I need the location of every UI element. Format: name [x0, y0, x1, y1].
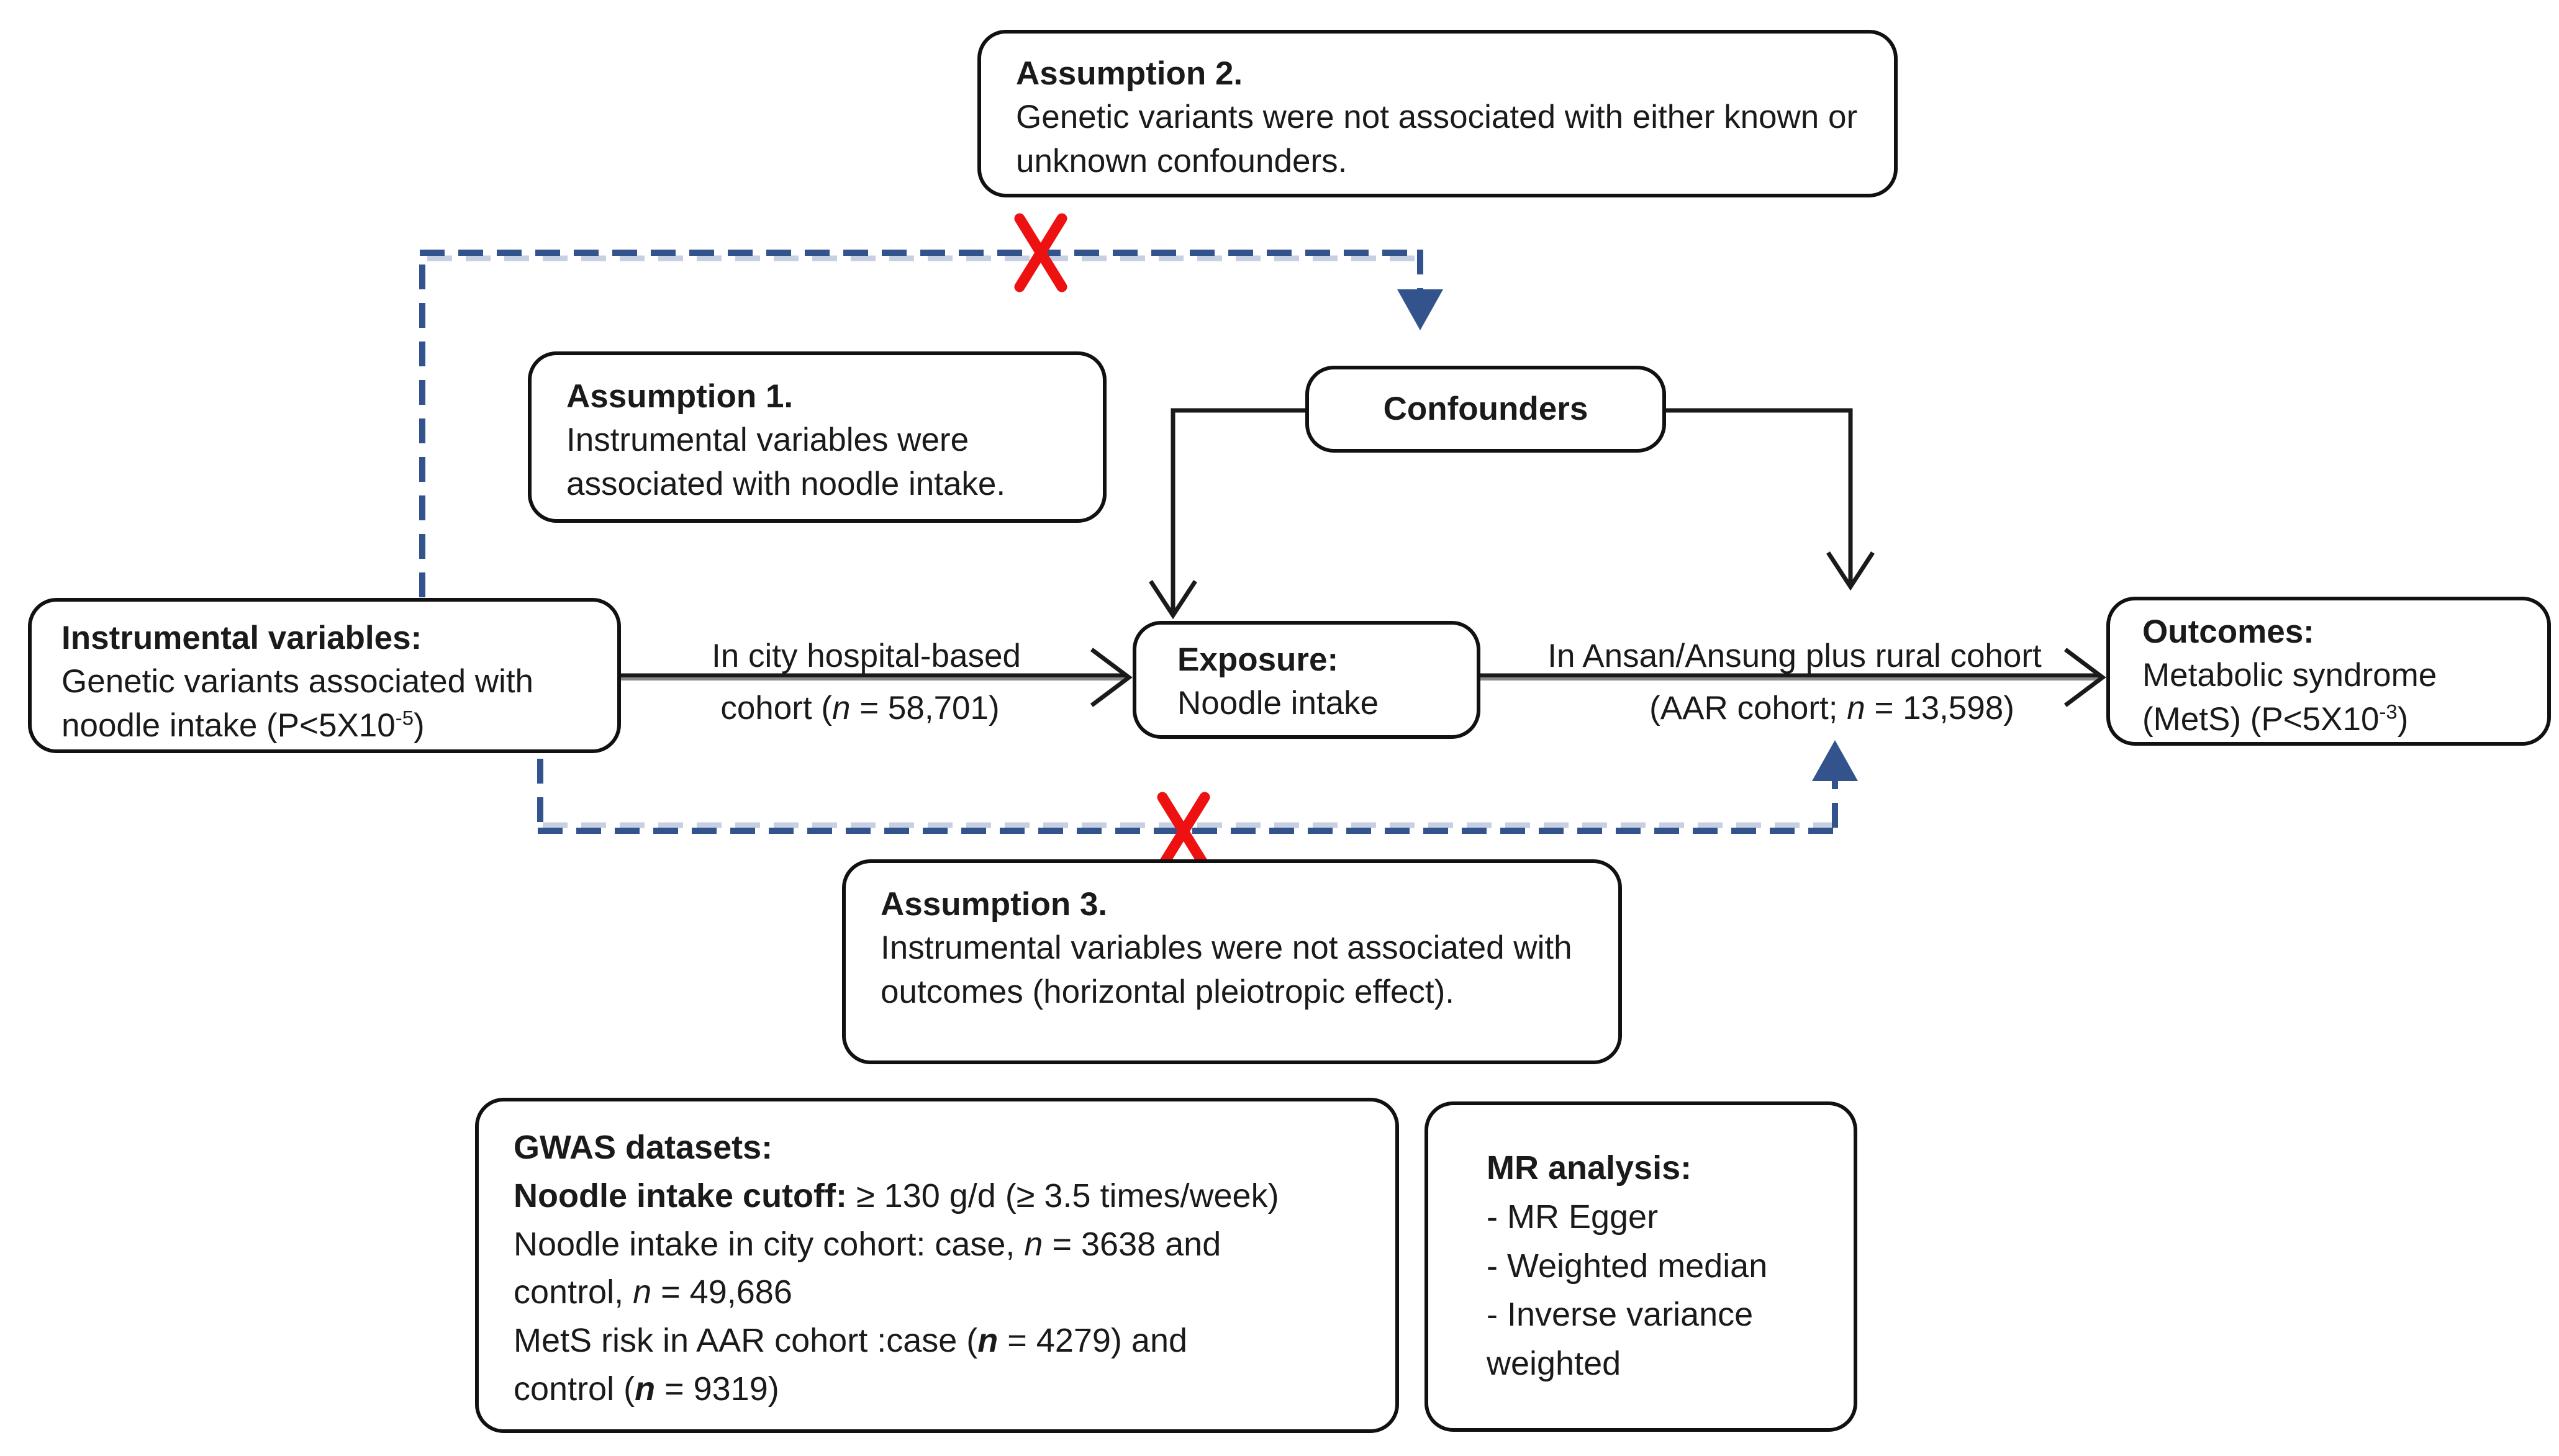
instrumental-variables-box: Instrumental variables: Genetic variants…: [28, 598, 621, 753]
city-cohort-n-pre: cohort (: [720, 690, 833, 726]
gwas-city-control-text: control,: [514, 1273, 633, 1311]
gwas-city-line: Noodle intake in city cohort: case, n = …: [514, 1221, 1377, 1269]
arrow-confounders-to-exposure: [1149, 408, 1305, 620]
blue-arrowhead-down-confounders: [1397, 289, 1443, 330]
aar-cohort-n: n: [1847, 690, 1865, 726]
confounders-box: Confounders: [1305, 366, 1666, 453]
iv-body-text: Genetic variants associated with noodle …: [61, 663, 534, 744]
aar-cohort-arrow-label-line1: In Ansan/Ansung plus rural cohort: [1547, 638, 2042, 674]
dashed-path-assumption2: [419, 250, 1443, 597]
blue-arrowhead-up-aar: [1812, 740, 1858, 781]
gwas-mets-control-count: = 9319): [655, 1370, 779, 1408]
assumption2-title: Assumption 2.: [1016, 55, 1243, 92]
gwas-city-control-count: = 49,686: [651, 1273, 792, 1311]
assumption3-box: Assumption 3. Instrumental variables wer…: [842, 859, 1622, 1064]
gwas-city-control-n: n: [633, 1273, 652, 1311]
mr-analysis-box: MR analysis: - MR Egger - Weighted media…: [1424, 1101, 1857, 1432]
assumption1-body: Instrumental variables were associated w…: [566, 422, 1006, 502]
gwas-mets-text: MetS risk in AAR cohort :case (: [514, 1322, 978, 1359]
confounders-label: Confounders: [1383, 390, 1588, 427]
aar-cohort-arrow-label-line2: (AAR cohort; n = 13,598): [1552, 688, 2111, 729]
aar-cohort-n-count: = 13,598): [1865, 690, 2014, 726]
gwas-title: GWAS datasets:: [514, 1129, 773, 1166]
instrumental-variables-body: Genetic variants associated with noodle …: [61, 660, 602, 748]
arrow-exposure-to-outcomes: [1480, 648, 2106, 707]
assumption2-box: Assumption 2. Genetic variants were not …: [977, 30, 1898, 197]
assumption3-body: Instrumental variables were not associat…: [881, 929, 1572, 1010]
exposure-title: Exposure:: [1177, 641, 1339, 678]
gwas-city-control-line: control, n = 49,686: [514, 1268, 1377, 1317]
mr-method-ivw: - Inverse variance weighted: [1487, 1296, 1754, 1383]
exposure-box: Exposure: Noodle intake: [1133, 621, 1480, 739]
city-cohort-n: n: [832, 690, 851, 726]
assumption2-body: Genetic variants were not associated wit…: [1016, 99, 1858, 179]
assumption1-box: Assumption 1. Instrumental variables wer…: [528, 351, 1107, 523]
red-x-top: [1014, 213, 1067, 292]
city-cohort-arrow-label-line1: In city hospital-based: [712, 638, 1021, 674]
outcomes-pvalue-exponent: -3: [2379, 700, 2398, 723]
mr-method-egger: - MR Egger: [1487, 1198, 1659, 1236]
gwas-mets-control-n: n: [635, 1370, 656, 1408]
gwas-city-case-count: = 3638 and: [1043, 1225, 1221, 1263]
arrow-confounders-to-outcome-path: [1666, 408, 1875, 591]
gwas-datasets-box: GWAS datasets: Noodle intake cutoff: ≥ 1…: [475, 1098, 1399, 1433]
outcomes-box: Outcomes: Metabolic syndrome (MetS) (P<5…: [2106, 597, 2551, 746]
iv-pvalue-exponent: -5: [395, 706, 414, 730]
red-x-bottom: [1157, 792, 1210, 871]
outcomes-title: Outcomes:: [2142, 613, 2314, 650]
gwas-city-n: n: [1024, 1225, 1043, 1263]
gwas-mets-control-line: control (n = 9319): [514, 1365, 1377, 1414]
mr-title: MR analysis:: [1487, 1149, 1692, 1187]
gwas-cutoff-line: Noodle intake cutoff: ≥ 130 g/d (≥ 3.5 t…: [514, 1172, 1377, 1221]
dashed-path-assumption3: [537, 740, 1858, 834]
gwas-city-text: Noodle intake in city cohort: case,: [514, 1225, 1025, 1263]
outcomes-body: Metabolic syndrome (MetS) (P<5X10-3): [2142, 654, 2532, 741]
arrow-iv-to-exposure: [621, 648, 1133, 707]
gwas-cutoff-value: ≥ 130 g/d (≥ 3.5 times/week): [847, 1177, 1279, 1214]
gwas-cutoff-label: Noodle intake cutoff:: [514, 1177, 847, 1214]
gwas-mets-n: n: [977, 1322, 999, 1359]
aar-cohort-n-pre: (AAR cohort;: [1649, 690, 1847, 726]
gwas-mets-case-count: = 4279) and: [998, 1322, 1188, 1359]
instrumental-variables-title: Instrumental variables:: [61, 620, 422, 656]
gwas-mets-control-text: control (: [514, 1370, 635, 1408]
exposure-body: Noodle intake: [1177, 685, 1379, 722]
iv-body-close: ): [413, 707, 425, 744]
outcomes-body-close: ): [2397, 700, 2409, 738]
city-cohort-arrow-label-line2: cohort (n = 58,701): [618, 688, 1102, 729]
city-cohort-n-count: = 58,701): [850, 690, 1000, 726]
gwas-mets-line: MetS risk in AAR cohort :case (n = 4279)…: [514, 1317, 1377, 1365]
outcomes-body-text: Metabolic syndrome (MetS) (P<5X10: [2142, 657, 2437, 738]
assumption1-title: Assumption 1.: [566, 378, 794, 415]
assumption3-title: Assumption 3.: [881, 886, 1108, 923]
mr-method-weighted-median: - Weighted median: [1487, 1247, 1768, 1285]
